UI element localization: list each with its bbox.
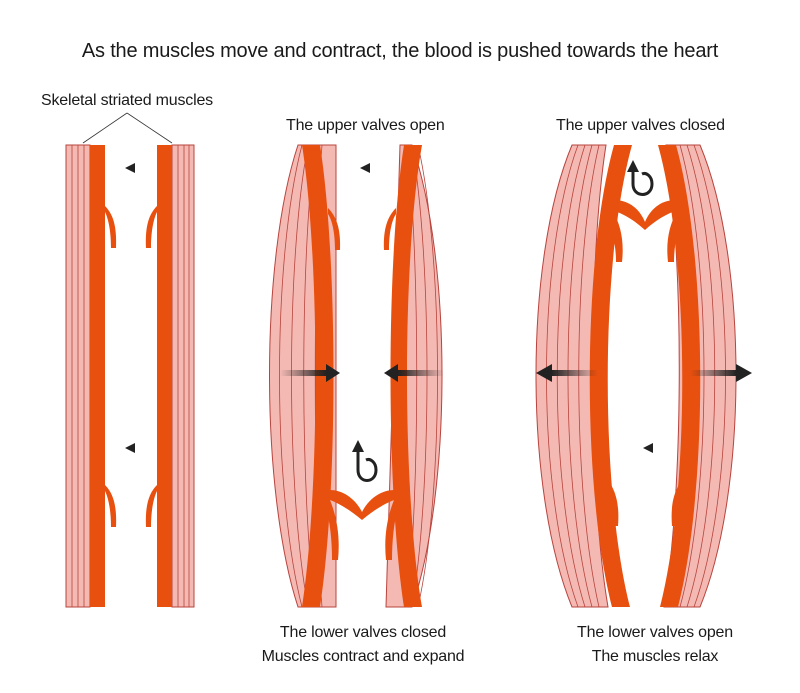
valves-lower-open: [600, 476, 690, 526]
panel-contract: [269, 144, 444, 608]
panel-relax: [535, 144, 752, 608]
vein-wall-left: [90, 145, 105, 607]
vein-wall-right: [157, 145, 172, 607]
push-arrows-inward: [280, 364, 444, 382]
label-muscles-contract-expand: Muscles contract and expand: [261, 648, 465, 665]
vein-wall-right: [658, 145, 701, 607]
valves-upper-open: [328, 208, 396, 250]
curved-backflow-arrow-icon: [352, 440, 378, 482]
push-arrows-outward: [536, 364, 752, 382]
diagram-title: As the muscles move and contract, the bl…: [81, 40, 719, 62]
panel-resting: [65, 144, 195, 608]
label-muscles-relax: The muscles relax: [591, 648, 719, 665]
push-arrow-outward-icon: [736, 364, 752, 382]
push-arrow-inward-icon: [326, 364, 340, 382]
label-lower-valves-open: The lower valves open: [577, 624, 733, 641]
label-lower-valves-closed: The lower valves closed: [279, 624, 447, 641]
push-arrow-inward-icon: [384, 364, 398, 382]
label-upper-valves-closed: The upper valves closed: [556, 117, 725, 134]
vein-wall-left: [589, 145, 632, 607]
valves-resting: [105, 206, 157, 527]
curved-backflow-arrow-icon: [627, 160, 654, 196]
valves-lower-closed: [326, 490, 398, 560]
label-upper-valves-open: The upper valves open: [286, 117, 445, 134]
push-arrow-outward-icon: [536, 364, 552, 382]
muscle-right: [171, 144, 195, 608]
label-skeletal-striated-muscles: Skeletal striated muscles: [41, 92, 213, 109]
label-leader-lines: [82, 112, 173, 144]
valves-upper-closed: [606, 200, 684, 262]
